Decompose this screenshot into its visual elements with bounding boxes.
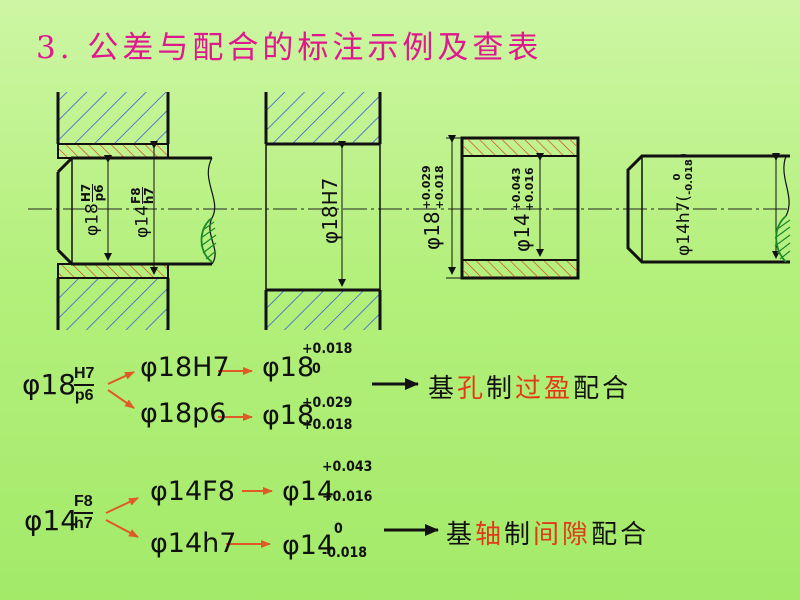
fit1-main: φ18 [22, 368, 77, 401]
fit1-hole-lower: 0 [312, 361, 321, 377]
fit2-shaft-value: φ14 [282, 530, 335, 561]
fit1-hole-value: φ18 [262, 352, 315, 383]
drawing3-outer-label: φ18+0.029+0.018 [419, 165, 446, 250]
fit2-arrows [105, 487, 439, 548]
fit1-hole: φ18H7 [140, 352, 230, 383]
fit2-shaft-lower: -0.018 [322, 545, 368, 561]
fit2-shaft: φ14h7 [150, 528, 237, 559]
drawing-2-hole [264, 92, 382, 330]
fit1-shaft: φ18p6 [140, 398, 227, 429]
fit1-shaft-value: φ18 [262, 400, 315, 431]
drawing-1-assembly [56, 92, 217, 330]
fit2-shaft-upper: 0 [334, 521, 343, 537]
fit1-shaft-lower: +0.018 [302, 417, 353, 433]
fit2-hole-value: φ14 [282, 476, 335, 507]
fit2-hole: φ14F8 [150, 476, 235, 507]
fit2-result: 基轴制间隙配合 [446, 520, 650, 550]
fit2-main: φ14 [24, 504, 79, 537]
fit1-result: 基孔制过盈配合 [428, 374, 632, 404]
fit1-arrows [107, 367, 419, 421]
fit2-hole-lower: +0.016 [322, 489, 373, 505]
page-title: 3. 公差与配合的标注示例及查表 [36, 30, 543, 66]
drawing-3-bushing [446, 135, 580, 280]
fit2-hole-upper: +0.043 [322, 459, 373, 475]
fit1-hole-upper: +0.018 [302, 341, 353, 357]
drawing2-label: φ18H7 [318, 177, 342, 244]
drawing3-inner-label: φ14+0.043+0.016 [509, 167, 536, 252]
drawing4-label: φ14h7(0-0.018) [672, 152, 695, 257]
fit1-shaft-upper: +0.029 [302, 395, 353, 411]
drawing-4-shaft [626, 153, 791, 264]
